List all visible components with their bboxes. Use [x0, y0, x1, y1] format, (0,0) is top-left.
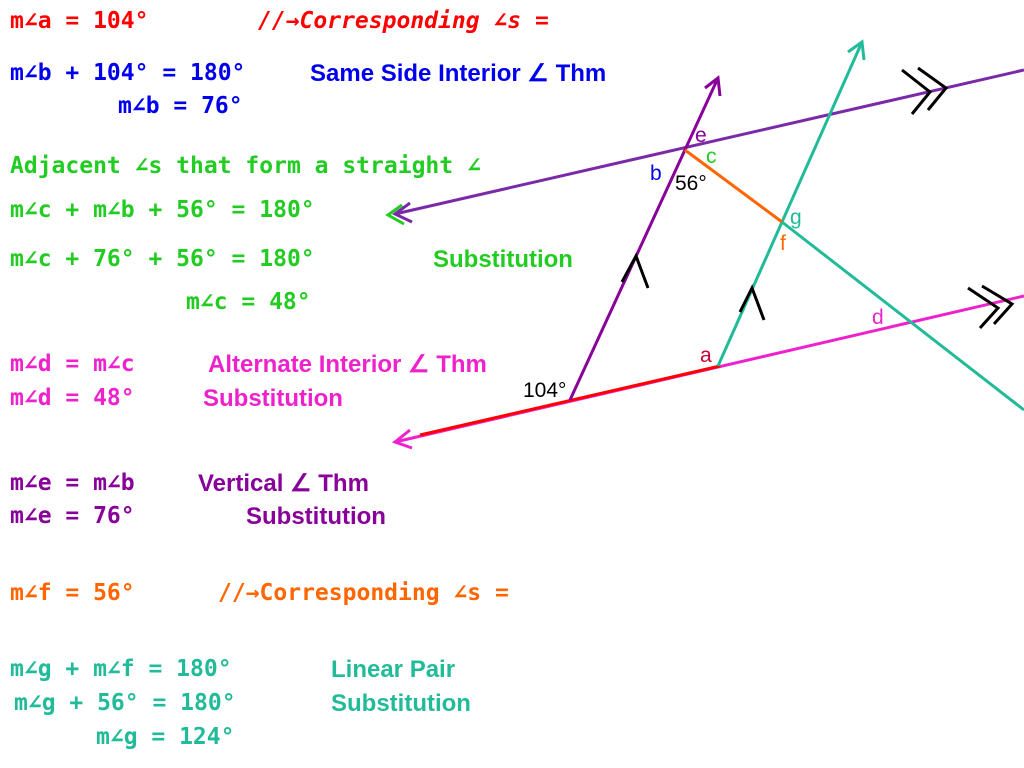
line-angle-g-result: m∠g = 124° [96, 724, 235, 750]
reason-linear-pair: Linear Pair [331, 656, 456, 683]
line-angle-d-eq: m∠d = m∠c [10, 351, 135, 377]
bottom-line-parallel-mark-icon-2 [981, 284, 1015, 326]
line-angle-b-result: m∠b = 76° [118, 93, 243, 119]
bottom-line-red-segment [419, 364, 721, 437]
right-transversal-mark-icon [738, 284, 766, 321]
line-angle-c-sub: m∠c + 76° + 56° = 180° [10, 246, 315, 272]
line-angle-d-result: m∠d = 48° [10, 385, 135, 411]
reason-substitution-e: Substitution [246, 503, 386, 530]
top-parallel-line [394, 68, 1024, 216]
line-angle-g-sum: m∠g + m∠f = 180° [10, 656, 232, 682]
angle-measure-56: 56° [675, 172, 707, 195]
reason-same-side-interior: Same Side Interior ∠ Thm [310, 60, 607, 87]
line-angle-g-sub: m∠g + 56° = 180° [14, 690, 236, 716]
bottom-line-parallel-mark-icon [967, 286, 1001, 330]
reason-vertical: Vertical ∠ Thm [198, 470, 369, 497]
reason-substitution-c: Substitution [433, 246, 573, 273]
reason-corresponding-a: //→Corresponding ∠s = [258, 8, 549, 34]
angle-label-a: a [700, 344, 712, 367]
angle-label-f: f [780, 232, 786, 255]
left-transversal [568, 77, 720, 401]
angle-label-g: g [790, 206, 802, 229]
angle-label-d: d [872, 306, 884, 329]
line-angle-e-eq: m∠e = m∠b [10, 470, 135, 496]
line-angle-b-sum: m∠b + 104° = 180° [10, 60, 246, 86]
right-transversal-arrow-icon [847, 39, 866, 61]
top-line-left-arrow-icon [392, 201, 413, 224]
line-angle-a: m∠a = 104° [10, 8, 149, 34]
line-angle-f: m∠f = 56° [10, 580, 135, 606]
reason-substitution-g: Substitution [331, 690, 471, 717]
reason-alternate-interior: Alternate Interior ∠ Thm [208, 351, 487, 378]
reason-substitution-d: Substitution [203, 385, 343, 412]
angle-label-e: e [695, 124, 707, 147]
diagonal-orange-segment [684, 148, 783, 224]
top-line-left-arrow-icon-2 [385, 203, 405, 226]
angle-label-b: b [650, 162, 662, 185]
bottom-line-left-arrow-icon [391, 428, 413, 450]
right-transversal [716, 41, 864, 367]
top-line-parallel-mark-icon-2 [917, 66, 949, 111]
angle-measure-104: 104° [523, 379, 566, 402]
reason-corresponding-f: //→Corresponding ∠s = [218, 580, 509, 606]
line-angle-e-result: m∠e = 76° [10, 503, 135, 529]
left-transversal-arrow-icon [704, 75, 722, 97]
top-line-parallel-mark-icon [901, 68, 933, 115]
line-adjacent-note: Adjacent ∠s that form a straight ∠ [10, 153, 481, 179]
left-transversal-mark-icon [620, 252, 650, 289]
diagonal-teal-segment [781, 220, 1024, 412]
angle-label-c: c [706, 145, 717, 168]
line-angle-c-result: m∠c = 48° [186, 289, 311, 315]
line-angle-c-sum: m∠c + m∠b + 56° = 180° [10, 197, 315, 223]
